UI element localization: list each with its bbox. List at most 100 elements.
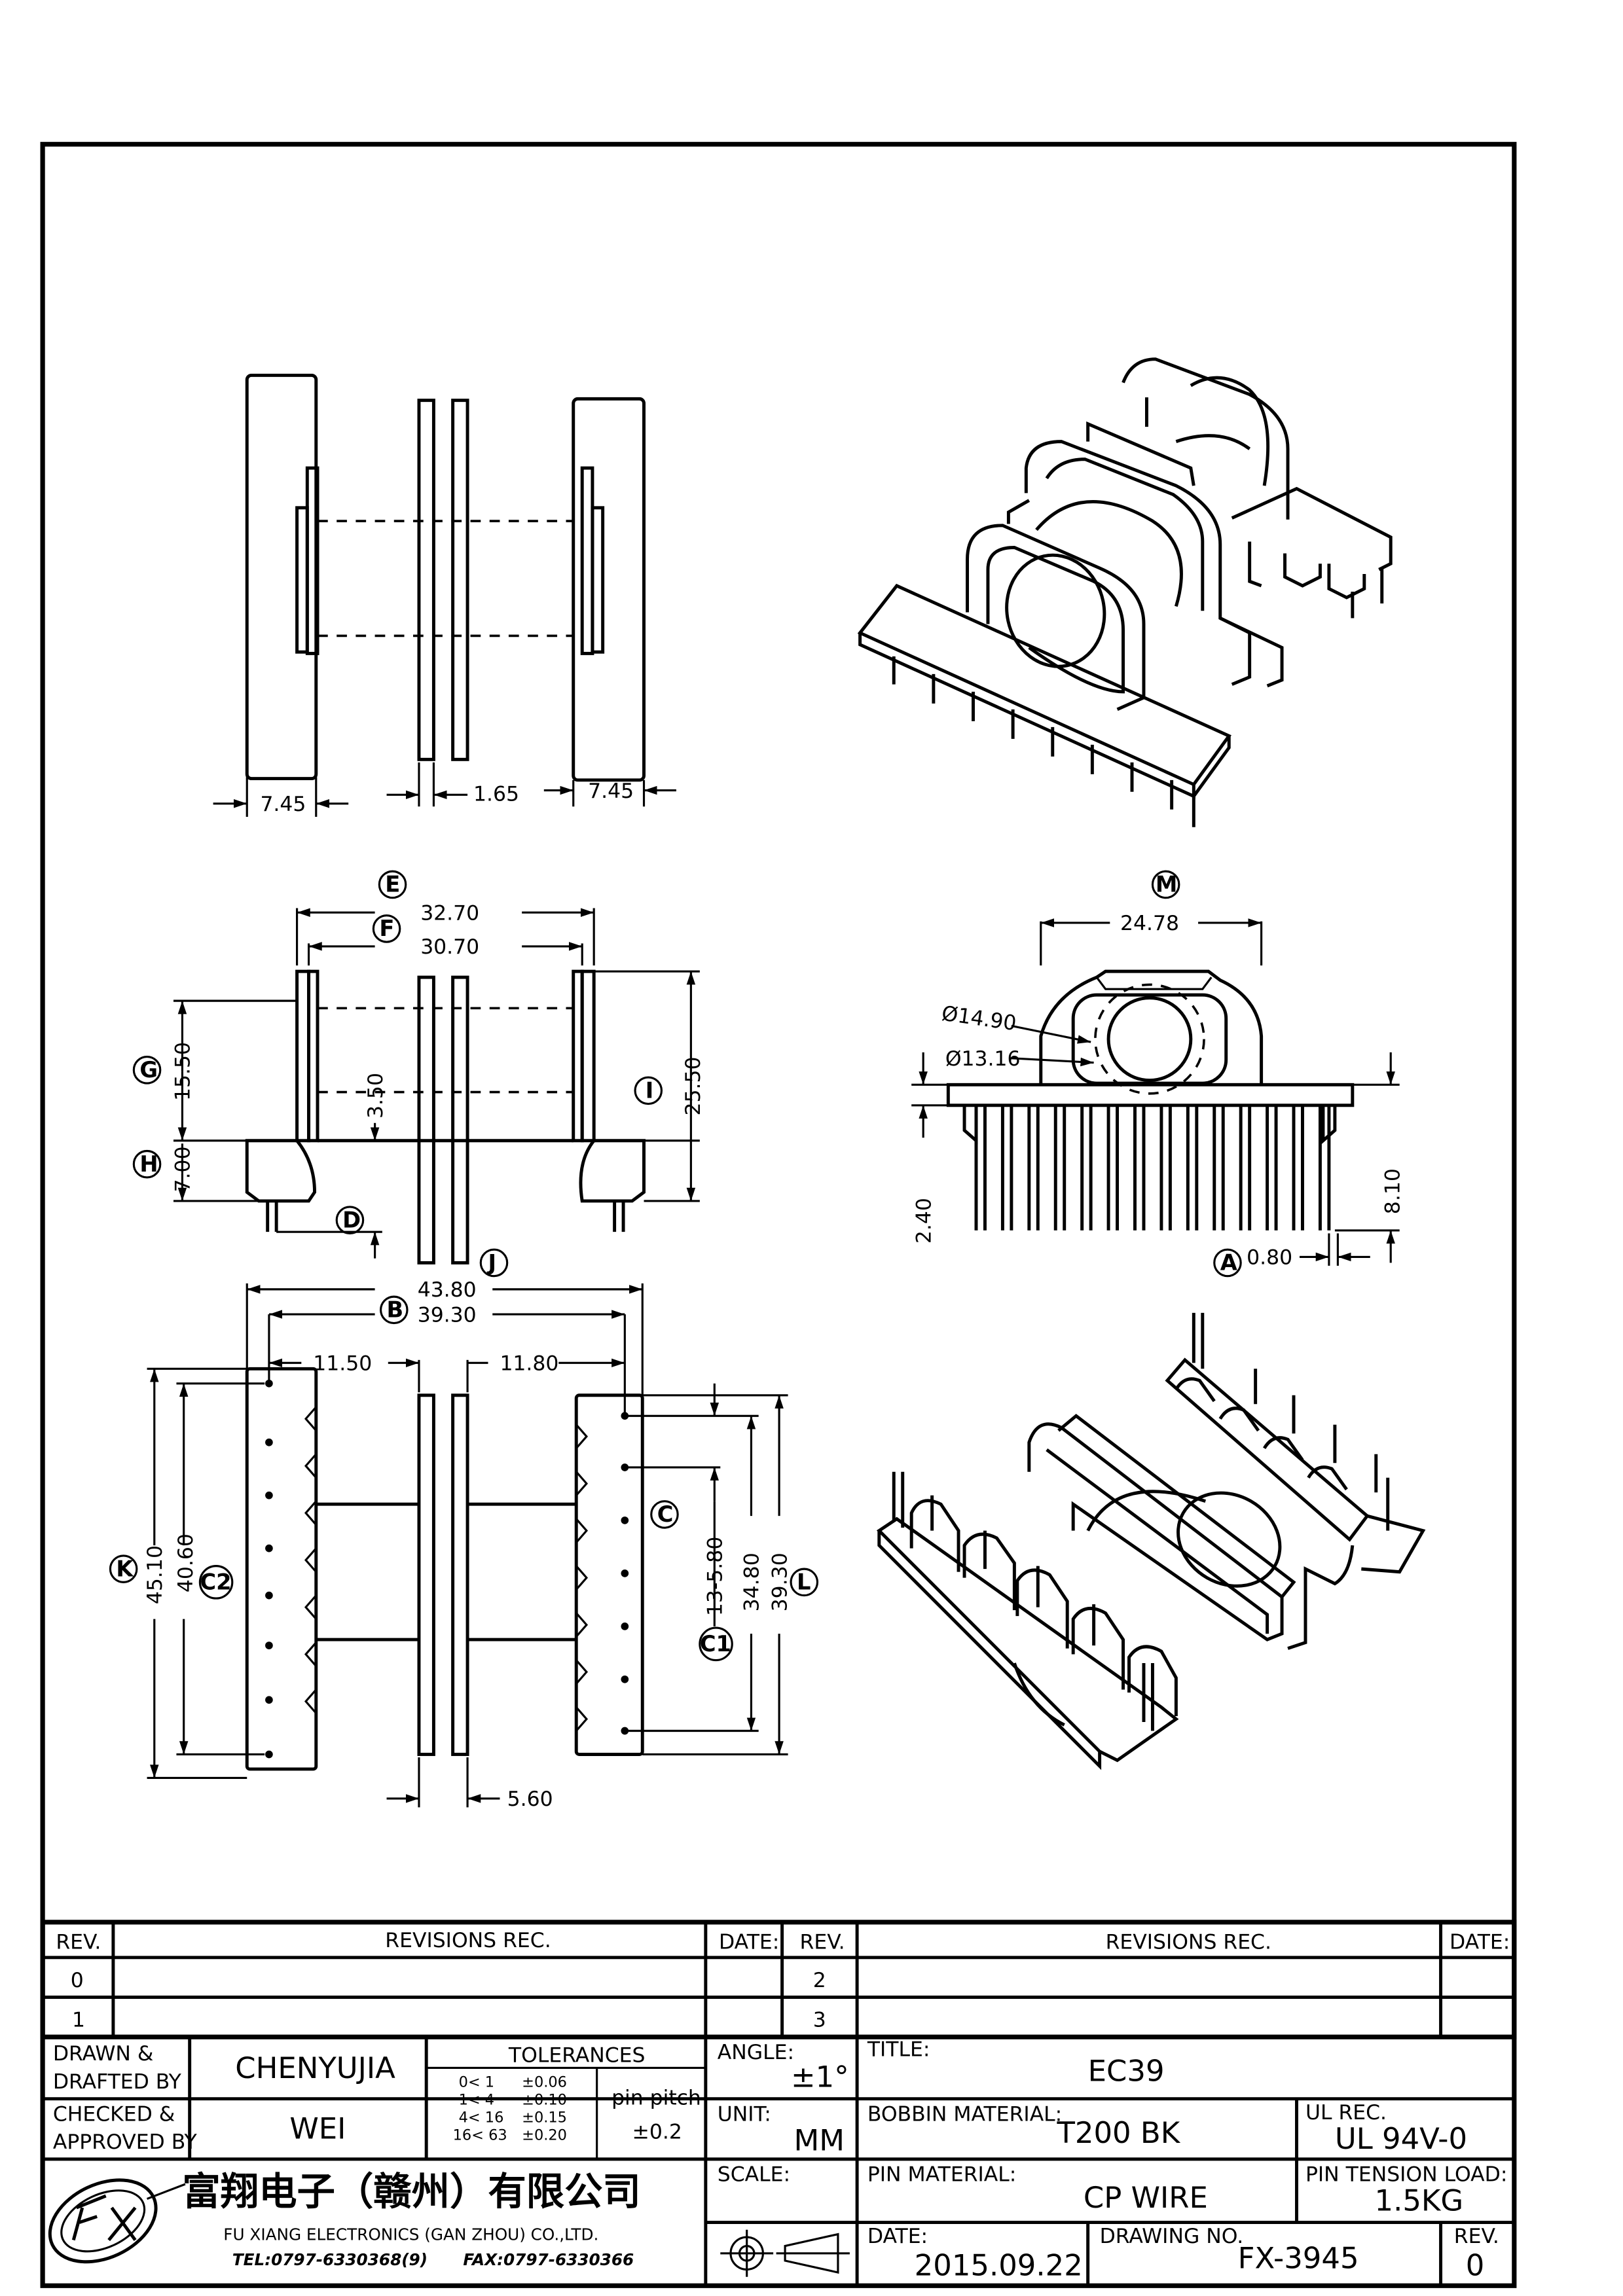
dim-top-mid: 1.65 bbox=[473, 782, 519, 806]
label-e: E bbox=[385, 872, 400, 897]
drawn-label-1: DRAWN & bbox=[53, 2042, 154, 2066]
dim-l-value: 39.30 bbox=[768, 1552, 792, 1611]
rev-header-rev-left: REV. bbox=[56, 1930, 101, 1954]
title-block: DRAWN & DRAFTED BY CHENYUJIA CHECKED & A… bbox=[41, 2037, 1514, 2286]
label-l: L bbox=[797, 1570, 811, 1595]
label-c1: C1 bbox=[700, 1631, 731, 1657]
date-label: DATE: bbox=[867, 2225, 928, 2248]
label-h: H bbox=[139, 1151, 158, 1177]
dim-g-value: 15.50 bbox=[172, 1042, 195, 1101]
checked-label-1: CHECKED & bbox=[53, 2102, 175, 2126]
dim-top-left: 7.45 bbox=[260, 793, 306, 816]
dim-a-value: 0.80 bbox=[1247, 1246, 1292, 1270]
label-d: D bbox=[342, 1207, 361, 1232]
company-fax: FAX:0797-6330366 bbox=[463, 2250, 634, 2269]
rev-header-rec-left: REVISIONS REC. bbox=[385, 1929, 551, 1952]
dim-c-value: 13-5.80 bbox=[704, 1537, 727, 1616]
label-k: K bbox=[116, 1556, 134, 1581]
dim-top-right: 7.45 bbox=[588, 780, 634, 803]
checked-label-2: APPROVED BY bbox=[53, 2130, 198, 2154]
dim-c2-value: 40.60 bbox=[174, 1534, 198, 1592]
tol-value-2: ±0.15 bbox=[522, 2109, 567, 2126]
sheet-border bbox=[40, 141, 1517, 2288]
dim-240: 2.40 bbox=[912, 1198, 936, 1244]
rev-row-1-right: 3 bbox=[813, 2008, 826, 2032]
dim-1150: 11.50 bbox=[313, 1352, 372, 1376]
date-value: 2015.09.22 bbox=[915, 2248, 1083, 2282]
label-f: F bbox=[379, 916, 394, 941]
dim-j-value: 43.80 bbox=[418, 1278, 477, 1302]
label-j: J bbox=[486, 1250, 496, 1276]
tol-range-0: 0< 1 bbox=[459, 2074, 495, 2091]
dim-k-value: 45.10 bbox=[143, 1545, 167, 1604]
isometric-view-bottom bbox=[876, 1312, 1426, 1770]
label-g: G bbox=[139, 1057, 158, 1083]
company-logo bbox=[48, 2178, 186, 2264]
label-m: M bbox=[1156, 872, 1178, 897]
dim-m-value: 24.78 bbox=[1120, 912, 1179, 935]
tolerances-header: TOLERANCES bbox=[508, 2043, 646, 2067]
tol-range-3: 16< 63 bbox=[453, 2127, 507, 2144]
rev-row-0-left: 0 bbox=[71, 1969, 84, 1992]
drawing-no-label: DRAWING NO. bbox=[1100, 2225, 1244, 2248]
dim-350: 3.50 bbox=[364, 1073, 388, 1119]
pin-tension-value: 1.5KG bbox=[1375, 2183, 1464, 2218]
unit-value: MM bbox=[794, 2123, 845, 2157]
dim-dia-1490: Ø14.90 bbox=[940, 1002, 1018, 1036]
revision-table: REV. REVISIONS REC. DATE: REV. REVISIONS… bbox=[40, 1920, 1517, 2039]
bobbin-material-value: T200 BK bbox=[1056, 2115, 1180, 2150]
rev-value: 0 bbox=[1466, 2248, 1485, 2282]
drawn-label-2: DRAFTED BY bbox=[53, 2070, 182, 2094]
pin-pitch-value: ±0.2 bbox=[632, 2120, 682, 2144]
approved-by-value: WEI bbox=[289, 2111, 346, 2145]
bobbin-material-label: BOBBIN MATERIAL: bbox=[867, 2102, 1062, 2126]
rev-header-rec-right: REVISIONS REC. bbox=[1106, 1930, 1271, 1954]
rev-label: REV. bbox=[1454, 2225, 1499, 2248]
company-name-en: FU XIANG ELECTRONICS (GAN ZHOU) CO.,LTD. bbox=[223, 2225, 598, 2244]
angle-label: ANGLE: bbox=[718, 2041, 794, 2064]
pin-tension-label: PIN TENSION LOAD: bbox=[1305, 2163, 1507, 2187]
side-view: 24.78 M Ø14.90 Ø13.16 2.40 8.10 A 0.80 bbox=[911, 870, 1405, 1278]
pin-material-label: PIN MATERIAL: bbox=[867, 2163, 1017, 2187]
bottom-view: 43.80 39.30 J B 11.50 11.80 45.10 40.60 … bbox=[109, 1248, 819, 1811]
rev-header-date-left: DATE: bbox=[719, 1930, 779, 1954]
projection-symbol-icon bbox=[720, 2229, 850, 2277]
dim-f-value: 30.70 bbox=[420, 935, 479, 959]
top-view: 7.45 1.65 7.45 bbox=[213, 373, 676, 817]
unit-label: UNIT: bbox=[718, 2102, 771, 2126]
angle-value: ±1° bbox=[791, 2060, 849, 2094]
isometric-view-top bbox=[857, 357, 1393, 827]
pin-material-value: CP WIRE bbox=[1084, 2180, 1208, 2215]
company-name-cn: 富翔电子（赣州）有限公司 bbox=[182, 2170, 640, 2214]
drawn-by-value: CHENYUJIA bbox=[235, 2051, 395, 2085]
dim-e-value: 32.70 bbox=[420, 901, 479, 925]
title-value: EC39 bbox=[1088, 2054, 1165, 2089]
ul-rec-label: UL REC. bbox=[1305, 2101, 1387, 2125]
dim-810: 8.10 bbox=[1381, 1168, 1405, 1214]
company-tel: TEL:0797-6330368(9) bbox=[232, 2250, 428, 2269]
tol-value-0: ±0.06 bbox=[522, 2074, 567, 2091]
label-a: A bbox=[1220, 1250, 1237, 1276]
dim-1180: 11.80 bbox=[500, 1352, 558, 1376]
dim-c1-value: 34.80 bbox=[740, 1552, 764, 1611]
label-b: B bbox=[387, 1297, 404, 1323]
tol-value-3: ±0.20 bbox=[522, 2127, 567, 2144]
tol-range-1: 1< 4 bbox=[459, 2092, 495, 2109]
ul-rec-value: UL 94V-0 bbox=[1335, 2121, 1467, 2156]
rev-row-0-right: 2 bbox=[813, 1969, 826, 1992]
dim-b-value: 39.30 bbox=[418, 1303, 477, 1327]
rev-header-rev-right: REV. bbox=[800, 1930, 845, 1954]
rev-header-date-right: DATE: bbox=[1450, 1930, 1510, 1954]
pin-pitch-label: pin pitch bbox=[611, 2087, 701, 2110]
label-c: C bbox=[657, 1501, 674, 1527]
front-view: 32.70 30.70 E F 15.50 7.00 G H 25.50 I 3… bbox=[132, 870, 705, 1265]
dim-560: 5.60 bbox=[507, 1787, 553, 1811]
dim-i-value: 25.50 bbox=[682, 1056, 705, 1115]
dim-dia-1316: Ø13.16 bbox=[945, 1047, 1021, 1071]
drawing-no-value: FX-3945 bbox=[1238, 2240, 1359, 2275]
scale-label: SCALE: bbox=[718, 2163, 790, 2187]
dim-h-value: 7.00 bbox=[172, 1146, 195, 1192]
tol-range-2: 4< 16 bbox=[459, 2109, 504, 2126]
title-label: TITLE: bbox=[867, 2037, 930, 2061]
